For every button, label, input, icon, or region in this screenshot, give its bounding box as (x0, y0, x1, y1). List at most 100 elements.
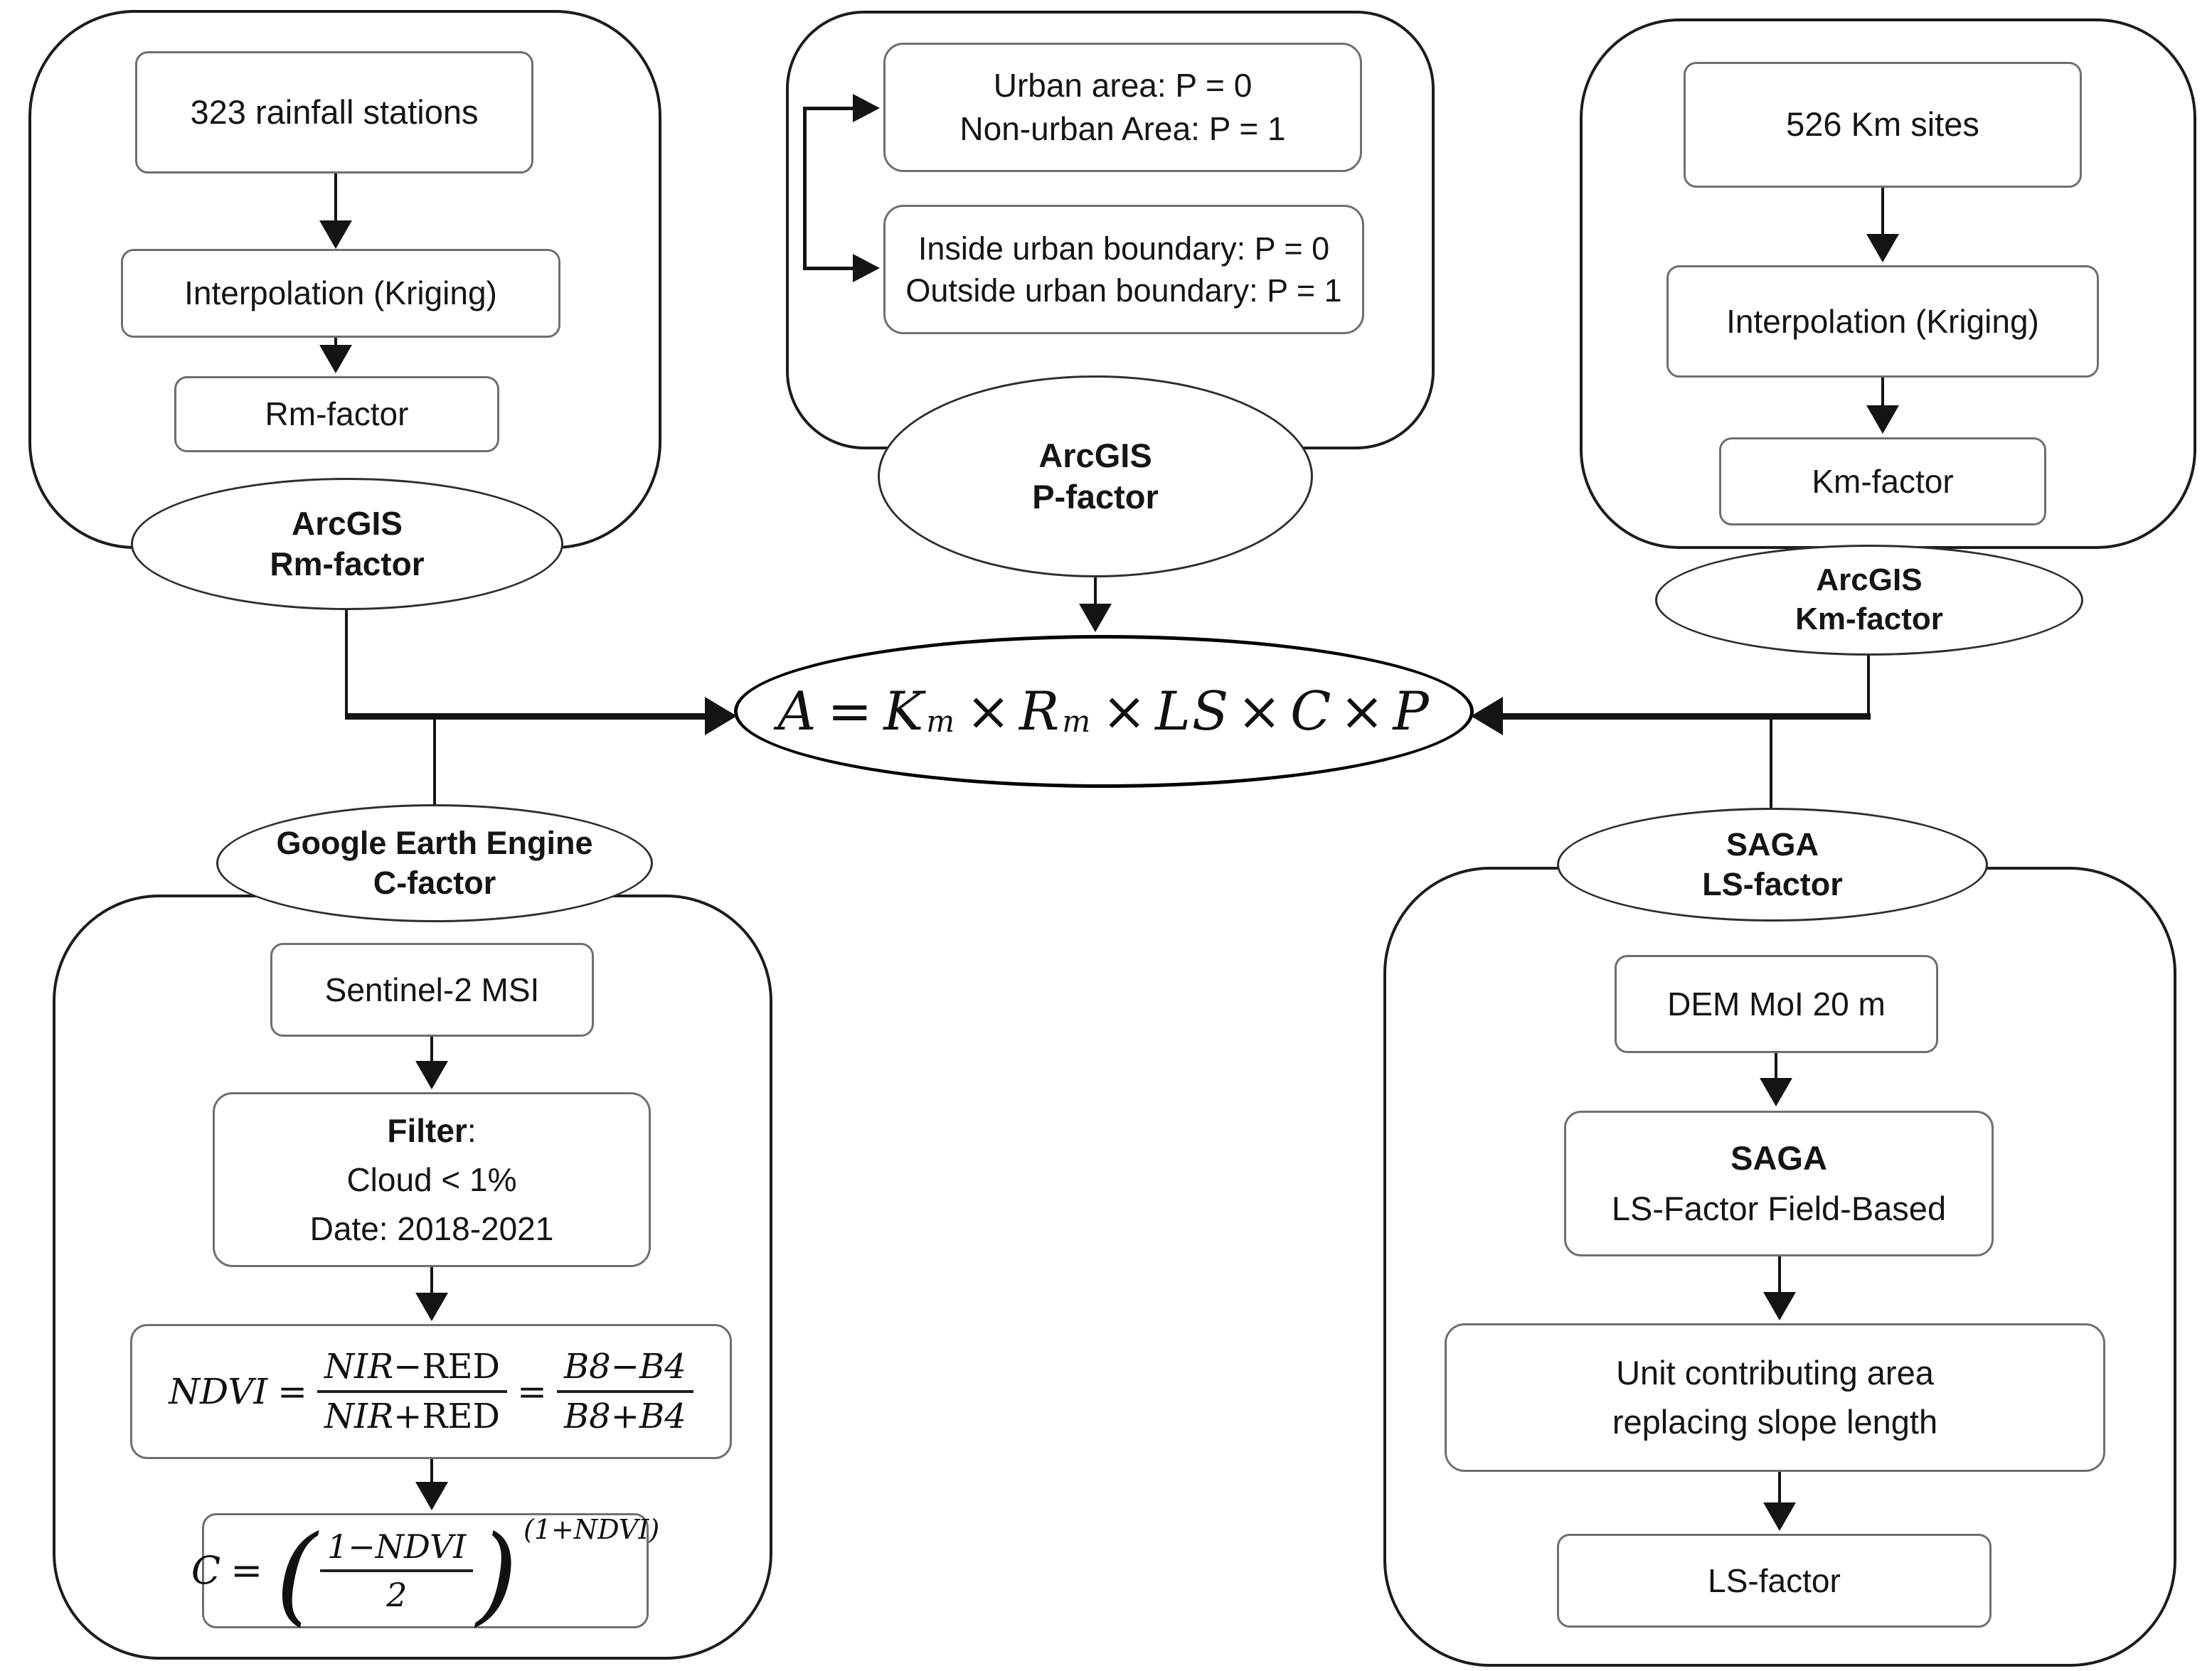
ls-arrow-2-head (1763, 1292, 1796, 1320)
ndvi-f1-den-a: NIR (324, 1397, 394, 1436)
ndvi-formula: NDVI = NIR−RED NIR+RED = B8−B4 B8+B4 (169, 1346, 693, 1435)
eq-times-2: × (1102, 680, 1149, 742)
contributing-area-line2: replacing slope length (1612, 1402, 1938, 1441)
rm-arrow-2-stem (334, 338, 337, 348)
rainfall-stations-box: 323 rainfall stations (135, 51, 533, 173)
ndvi-lhs: NDVI (169, 1371, 268, 1412)
rm-arrow-2-head (319, 345, 352, 373)
km-to-equation-arrowhead (1471, 697, 1503, 735)
ndvi-formula-box: NDVI = NIR−RED NIR+RED = B8−B4 B8+B4 (130, 1324, 732, 1459)
urban-boundary-box: Inside urban boundary: P = 0 Outside urb… (883, 205, 1364, 334)
ls-arrow-1-stem (1775, 1053, 1777, 1079)
arcgis-p-ellipse: ArcGIS P-factor (878, 375, 1313, 577)
cfe-num: 1−NDVI (319, 1529, 474, 1572)
km-interpolation-box: Interpolation (Kriging) (1666, 265, 2099, 378)
contributing-area-line1: Unit contributing area (1616, 1354, 1934, 1392)
p-to-equation-stem (1094, 577, 1097, 605)
urban-boundary-line2: Outside urban boundary: P = 1 (905, 272, 1342, 309)
ndvi-f2-num-a: B8 (563, 1346, 611, 1387)
eq-times-1: × (966, 680, 1012, 742)
km-sites-box: 526 Km sites (1684, 62, 2082, 188)
gee-c-ellipse: Google Earth Engine C-factor (216, 804, 653, 922)
arcgis-rm-line2: Rm-factor (270, 545, 425, 582)
filter-box: Filter: Cloud < 1% Date: 2018-2021 (213, 1092, 651, 1267)
eq-R: R (1019, 680, 1061, 742)
km-interpolation-label: Interpolation (Kriging) (1726, 302, 2039, 340)
arcgis-km-line1: ArcGIS (1816, 562, 1923, 598)
ndvi-f2-den-b: B4 (639, 1397, 686, 1436)
eq-times-3: × (1237, 680, 1284, 742)
km-arrow-1-head (1866, 234, 1899, 262)
sentinel-box: Sentinel-2 MSI (270, 943, 594, 1037)
ndvi-f1-num-b: RED (422, 1346, 500, 1387)
ndvi-frac2-den: B8+B4 (564, 1393, 686, 1434)
rm-ellipse-connector-line (345, 609, 348, 716)
km-arrow-2-stem (1881, 378, 1884, 407)
c-formula: C = ( 1−NDVI 2 ) (1+NDVI) (191, 1514, 659, 1628)
ndvi-f1-den-op: + (393, 1397, 422, 1436)
urban-area-box: Urban area: P = 0 Non-urban Area: P = 1 (883, 43, 1362, 172)
urban-boundary-line1: Inside urban boundary: P = 0 (918, 230, 1330, 267)
ndvi-f1-num-op: − (393, 1346, 422, 1387)
eq-R-sub: m (1062, 703, 1092, 739)
arcgis-km-line2: Km-factor (1795, 602, 1943, 636)
eq-K: K (883, 680, 925, 742)
rainfall-stations-label: 323 rainfall stations (190, 92, 479, 131)
eq-times-4: × (1339, 680, 1386, 742)
arcgis-p-line2: P-factor (1032, 478, 1159, 516)
dem-box: DEM MoI 20 m (1615, 955, 1938, 1053)
ndvi-f2-num-b: B4 (639, 1346, 686, 1387)
p-bracket-line (803, 107, 807, 270)
filter-cloud-line: Cloud < 1% (346, 1160, 517, 1198)
p-bracket-arrowhead-bottom (853, 254, 880, 282)
rm-to-equation-line (345, 713, 708, 720)
c-arrow-1-head (415, 1061, 448, 1089)
eq-equals: = (827, 680, 874, 742)
p-bracket-arm-bottom (803, 267, 854, 270)
c-arrow-3-head (415, 1482, 448, 1510)
rm-interpolation-label: Interpolation (Kriging) (184, 274, 497, 312)
ndvi-f2-den-op: + (610, 1397, 639, 1436)
sentinel-label: Sentinel-2 MSI (324, 971, 540, 1008)
arcgis-rm-line1: ArcGIS (292, 504, 403, 542)
km-sites-label: 526 Km sites (1786, 105, 1979, 144)
ndvi-f2-den-a: B8 (563, 1397, 611, 1436)
ls-arrow-1-head (1760, 1078, 1792, 1106)
saga-tool-subtitle: LS-Factor Field-Based (1611, 1189, 1947, 1227)
p-bracket-arrowhead-top (853, 94, 880, 122)
ndvi-frac2-num: B8−B4 (556, 1346, 693, 1393)
filter-title-row: Filter: (387, 1106, 476, 1155)
km-factor-label: Km-factor (1812, 462, 1954, 500)
ls-factor-box: LS-factor (1557, 1534, 1992, 1628)
km-factor-box: Km-factor (1719, 437, 2046, 525)
rm-arrow-1-head (319, 220, 352, 249)
contributing-area-box: Unit contributing area replacing slope l… (1445, 1323, 2105, 1472)
km-ellipse-connector-line (1867, 653, 1870, 716)
dem-label: DEM MoI 20 m (1667, 985, 1886, 1023)
ndvi-frac1-den: NIR+RED (324, 1393, 500, 1434)
rm-arrow-1-stem (334, 173, 337, 222)
ndvi-fraction-2: B8−B4 B8+B4 (556, 1346, 693, 1435)
ndvi-f2-num-op: − (610, 1346, 639, 1387)
p-bracket-arm-top (803, 107, 854, 110)
saga-tool-box: SAGA LS-Factor Field-Based (1564, 1111, 1994, 1256)
c-arrow-3-stem (430, 1459, 433, 1483)
ndvi-equals-1: = (277, 1371, 307, 1412)
cfe-exponent: (1+NDVI) (523, 1513, 660, 1545)
cfe-den: 2 (386, 1576, 408, 1614)
eq-K-sub: m (926, 703, 957, 739)
ndvi-f1-num-a: NIR (324, 1346, 394, 1387)
saga-ls-ellipse: SAGA LS-factor (1557, 808, 1988, 922)
ls-factor-label: LS-factor (1708, 1561, 1841, 1599)
ls-arrow-3-head (1763, 1502, 1796, 1531)
urban-area-line2: Non-urban Area: P = 1 (959, 110, 1286, 147)
gee-c-line2: C-factor (373, 865, 496, 901)
eq-C: C (1290, 680, 1333, 742)
rm-interpolation-box: Interpolation (Kriging) (121, 249, 560, 338)
ls-arrow-2-stem (1778, 1256, 1781, 1293)
km-arrow-2-head (1866, 405, 1899, 434)
filter-colon: : (467, 1111, 477, 1149)
eq-A: A (777, 680, 818, 742)
